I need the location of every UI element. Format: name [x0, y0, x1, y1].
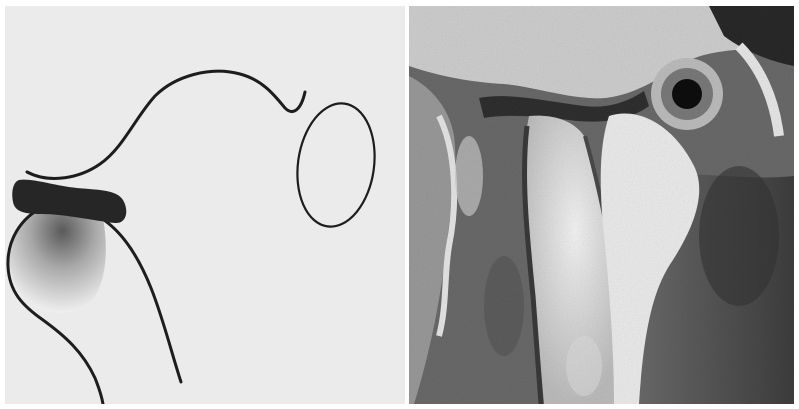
schematic-svg	[5, 6, 405, 404]
schematic-panel	[5, 6, 405, 404]
ear-canal-lumen	[672, 79, 702, 109]
ear-canal-outline	[290, 98, 383, 231]
mri-panel	[409, 6, 794, 404]
mri-svg	[409, 6, 794, 404]
fossa-outline	[27, 71, 305, 178]
condyle-anterior-outline	[101, 218, 181, 382]
